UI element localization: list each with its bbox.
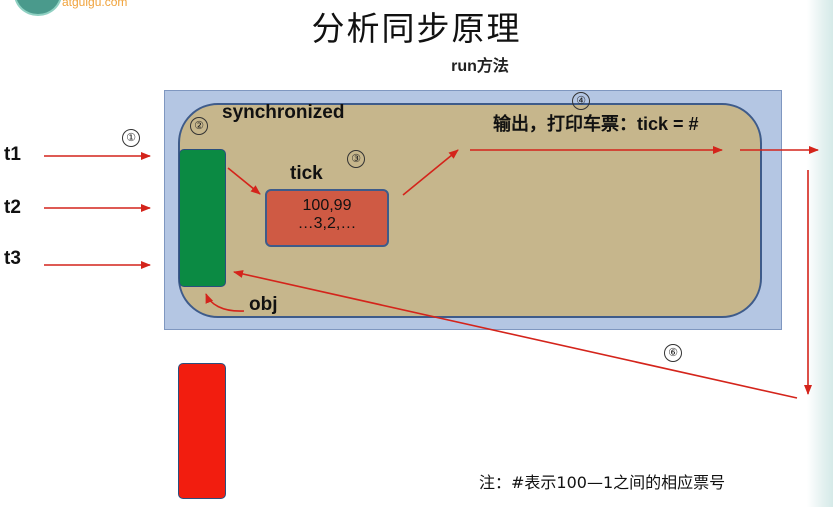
tick-label: tick <box>290 163 323 184</box>
release-lock-arrow <box>233 270 798 399</box>
step-4-marker: ④ <box>572 92 590 110</box>
obj-pointer-arrow <box>205 293 245 312</box>
tick-value-box: 100,99 …3,2,… <box>265 189 389 247</box>
tick-to-output-arrow <box>402 149 459 196</box>
lock-to-tick-arrow <box>227 167 261 195</box>
subtitle: run方法 <box>451 58 509 75</box>
tick-values-line2: …3,2,… <box>297 215 357 232</box>
logo-text: atguigu.com <box>62 0 128 9</box>
lock-green-block <box>179 149 226 287</box>
footnote: 注：#表示100—1之间的相应票号 <box>479 473 726 492</box>
thread-t2-label: t2 <box>4 197 21 218</box>
step-6-marker: ⑥ <box>664 344 682 362</box>
thread-t3-label: t3 <box>4 248 21 269</box>
step-2-marker: ② <box>190 117 208 135</box>
obj-label: obj <box>249 294 278 315</box>
thread-t1-label: t1 <box>4 144 21 165</box>
slide-edge-decoration <box>807 0 833 507</box>
lock-red-block <box>178 363 226 499</box>
output-label: 输出，打印车票：tick = # <box>493 114 699 134</box>
step-1-marker: ① <box>122 129 140 147</box>
page-title: 分析同步原理 <box>311 9 522 48</box>
logo: atguigu.com <box>0 0 200 16</box>
step-3-marker: ③ <box>347 150 365 168</box>
synchronized-label: synchronized <box>222 102 345 123</box>
tick-values-line1: 100,99 <box>302 197 352 214</box>
